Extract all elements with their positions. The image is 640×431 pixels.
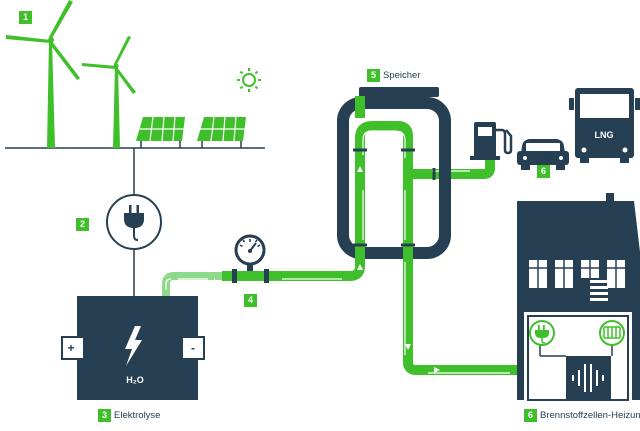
sun-icon — [237, 68, 261, 92]
lightning-icon — [125, 326, 142, 366]
badge-4: 4 — [244, 294, 257, 307]
radiator-icon — [599, 320, 625, 346]
car-icon — [517, 139, 569, 170]
flow-arrows — [357, 166, 440, 373]
h2o-label: H₂O — [126, 375, 144, 385]
minus-sign: - — [191, 341, 195, 355]
fuel-pump-icon — [470, 122, 513, 160]
solar-panel-icon — [136, 116, 185, 148]
label-heizung: Brennstoffzellen-Heizung — [540, 410, 640, 421]
badge-1: 1 — [19, 11, 32, 24]
electrolyzer — [61, 296, 205, 400]
storage-tank — [337, 87, 451, 259]
bus-icon — [569, 88, 640, 163]
plus-sign: + — [67, 341, 74, 355]
label-elektrolyse: Elektrolyse — [114, 410, 161, 421]
badge-6-vehicles: 6 — [537, 165, 550, 178]
plug-icon — [106, 194, 162, 250]
car-cng-label: CNG — [539, 150, 559, 160]
solar-panel-icon — [197, 116, 246, 148]
pressure-gauge-icon — [232, 234, 269, 283]
wind-turbine-icon — [82, 36, 136, 148]
hydrogen-pipes — [222, 121, 520, 375]
pipe-flanges — [353, 148, 436, 247]
badge-3: 3 — [98, 409, 111, 422]
badge-5: 5 — [367, 69, 380, 82]
badge-2: 2 — [76, 218, 89, 231]
bus-lng-label: LNG — [595, 130, 614, 140]
pipe-foreground — [355, 96, 413, 262]
badge-6-heating: 6 — [524, 409, 537, 422]
label-speicher: Speicher — [383, 70, 421, 81]
wind-turbine-icon — [6, 0, 80, 148]
plug-icon — [529, 320, 555, 346]
